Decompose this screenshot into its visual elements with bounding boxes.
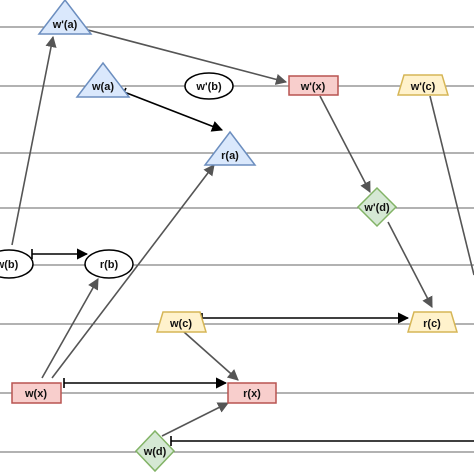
ellipse-shape (84, 249, 134, 279)
node-r-c[interactable]: r(c) (406, 311, 459, 333)
trapezoid-shape (396, 74, 450, 96)
node-label: w'(a) (52, 19, 78, 31)
arrow-wa-to-ra (123, 91, 224, 132)
ellipse-shape (184, 72, 234, 100)
node-label: w'(b) (195, 81, 222, 93)
ellipse-shape (0, 249, 34, 279)
node-label: w'(d) (363, 202, 390, 214)
diamond-shape (356, 186, 398, 228)
node-label: r(x) (243, 388, 261, 400)
arrow-wpd-to-rc (387, 221, 433, 308)
arrow-wc-to-rx (183, 331, 239, 381)
node-w-c[interactable]: w(c) (155, 311, 208, 333)
node-w-d[interactable]: w(d) (134, 429, 176, 473)
triangle-shape (37, 0, 93, 35)
node-r-b[interactable]: r(b) (84, 249, 134, 279)
node-label: w(x) (24, 388, 47, 400)
node-r-a[interactable]: r(a) (203, 130, 257, 166)
arrow-wb-to-wpa (11, 35, 57, 246)
diamond-shape (134, 429, 176, 473)
arrow-wx-to-ra (51, 164, 215, 379)
node-label: r(c) (423, 318, 441, 330)
arrow-wpx-to-wpd (319, 95, 371, 193)
dependency-arrows (11, 29, 474, 437)
node-wp-b[interactable]: w'(b) (184, 72, 234, 100)
node-label: w(c) (169, 318, 192, 330)
node-w-b[interactable]: w(b) (0, 249, 34, 279)
triangle-shape (75, 61, 131, 98)
arrow-wd-to-rx (161, 402, 230, 437)
node-wp-c[interactable]: w'(c) (396, 74, 450, 96)
node-wp-x[interactable]: w'(x) (288, 75, 339, 96)
rect-shape (11, 382, 62, 404)
node-w-x[interactable]: w(x) (11, 382, 62, 404)
node-label: w'(c) (410, 81, 436, 93)
node-label: w(b) (0, 259, 19, 271)
triangle-shape (203, 130, 257, 166)
node-wp-d[interactable]: w'(d) (356, 186, 398, 228)
node-label: w'(x) (300, 81, 326, 93)
node-label: r(b) (100, 259, 119, 271)
trapezoid-shape (155, 311, 208, 333)
arrow-wpc-to-rc (429, 95, 474, 276)
node-r-x[interactable]: r(x) (227, 382, 277, 404)
trapezoid-shape (406, 311, 459, 333)
node-w-a[interactable]: w(a) (75, 61, 131, 98)
rect-shape (227, 382, 277, 404)
arrow-wpa-to-wpx (87, 29, 288, 85)
node-wp-a[interactable]: w'(a) (37, 0, 93, 35)
rect-shape (288, 75, 339, 96)
arrow-wx-to-rb (41, 278, 99, 379)
node-label: r(a) (221, 150, 239, 162)
node-label: w(d) (143, 446, 167, 458)
node-label: w(a) (91, 81, 114, 93)
